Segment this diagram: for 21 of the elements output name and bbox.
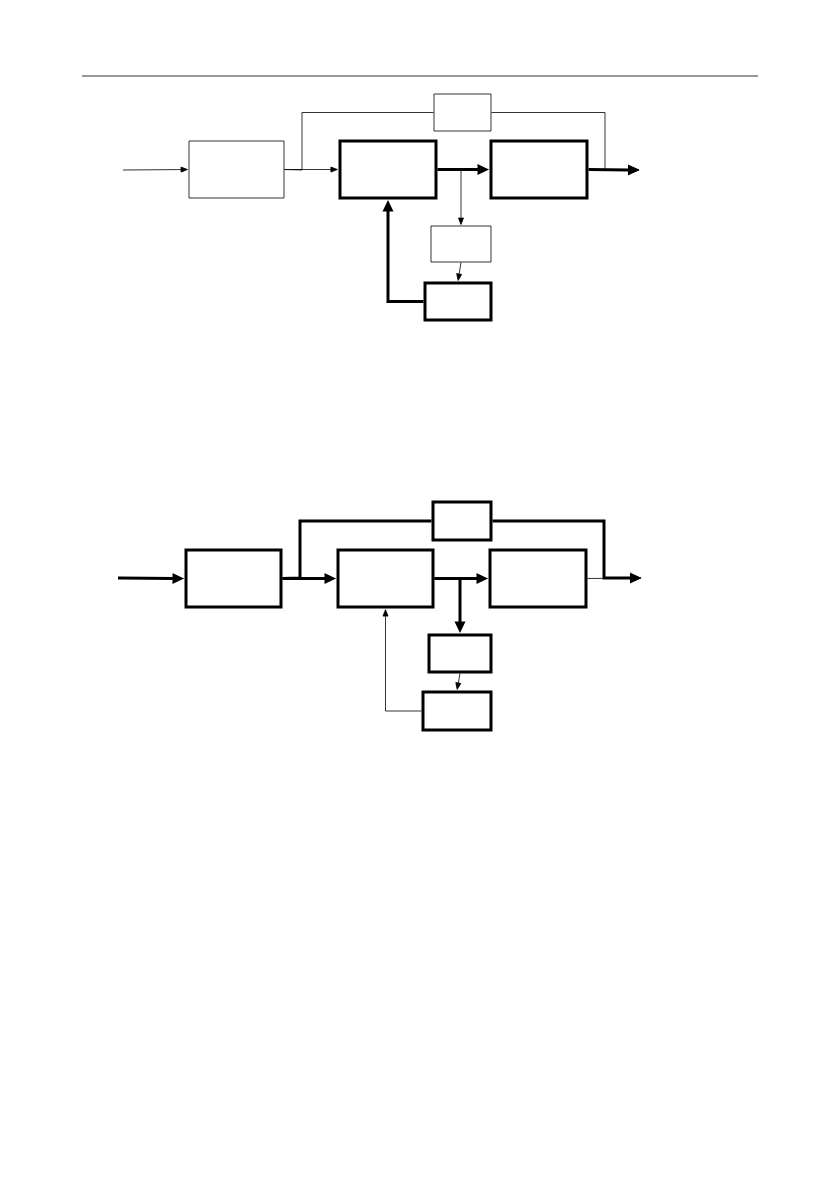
process-box	[427, 633, 493, 674]
process-box	[489, 139, 589, 200]
process-box	[430, 225, 492, 263]
arrow	[587, 575, 642, 581]
process-box	[338, 139, 438, 200]
connector-line	[282, 519, 432, 580]
arrow	[382, 609, 422, 712]
process-box	[184, 548, 283, 609]
process-box	[433, 93, 492, 132]
arrow	[491, 112, 640, 173]
process-box	[423, 281, 493, 322]
arrow	[437, 169, 464, 225]
process-box	[431, 500, 493, 542]
arrow	[456, 262, 463, 281]
connector-line	[284, 112, 434, 171]
arrow	[122, 166, 188, 173]
process-box	[421, 690, 493, 732]
process-box	[188, 140, 285, 199]
process-box	[488, 548, 588, 609]
process-box	[336, 548, 435, 609]
arrow	[455, 673, 462, 690]
